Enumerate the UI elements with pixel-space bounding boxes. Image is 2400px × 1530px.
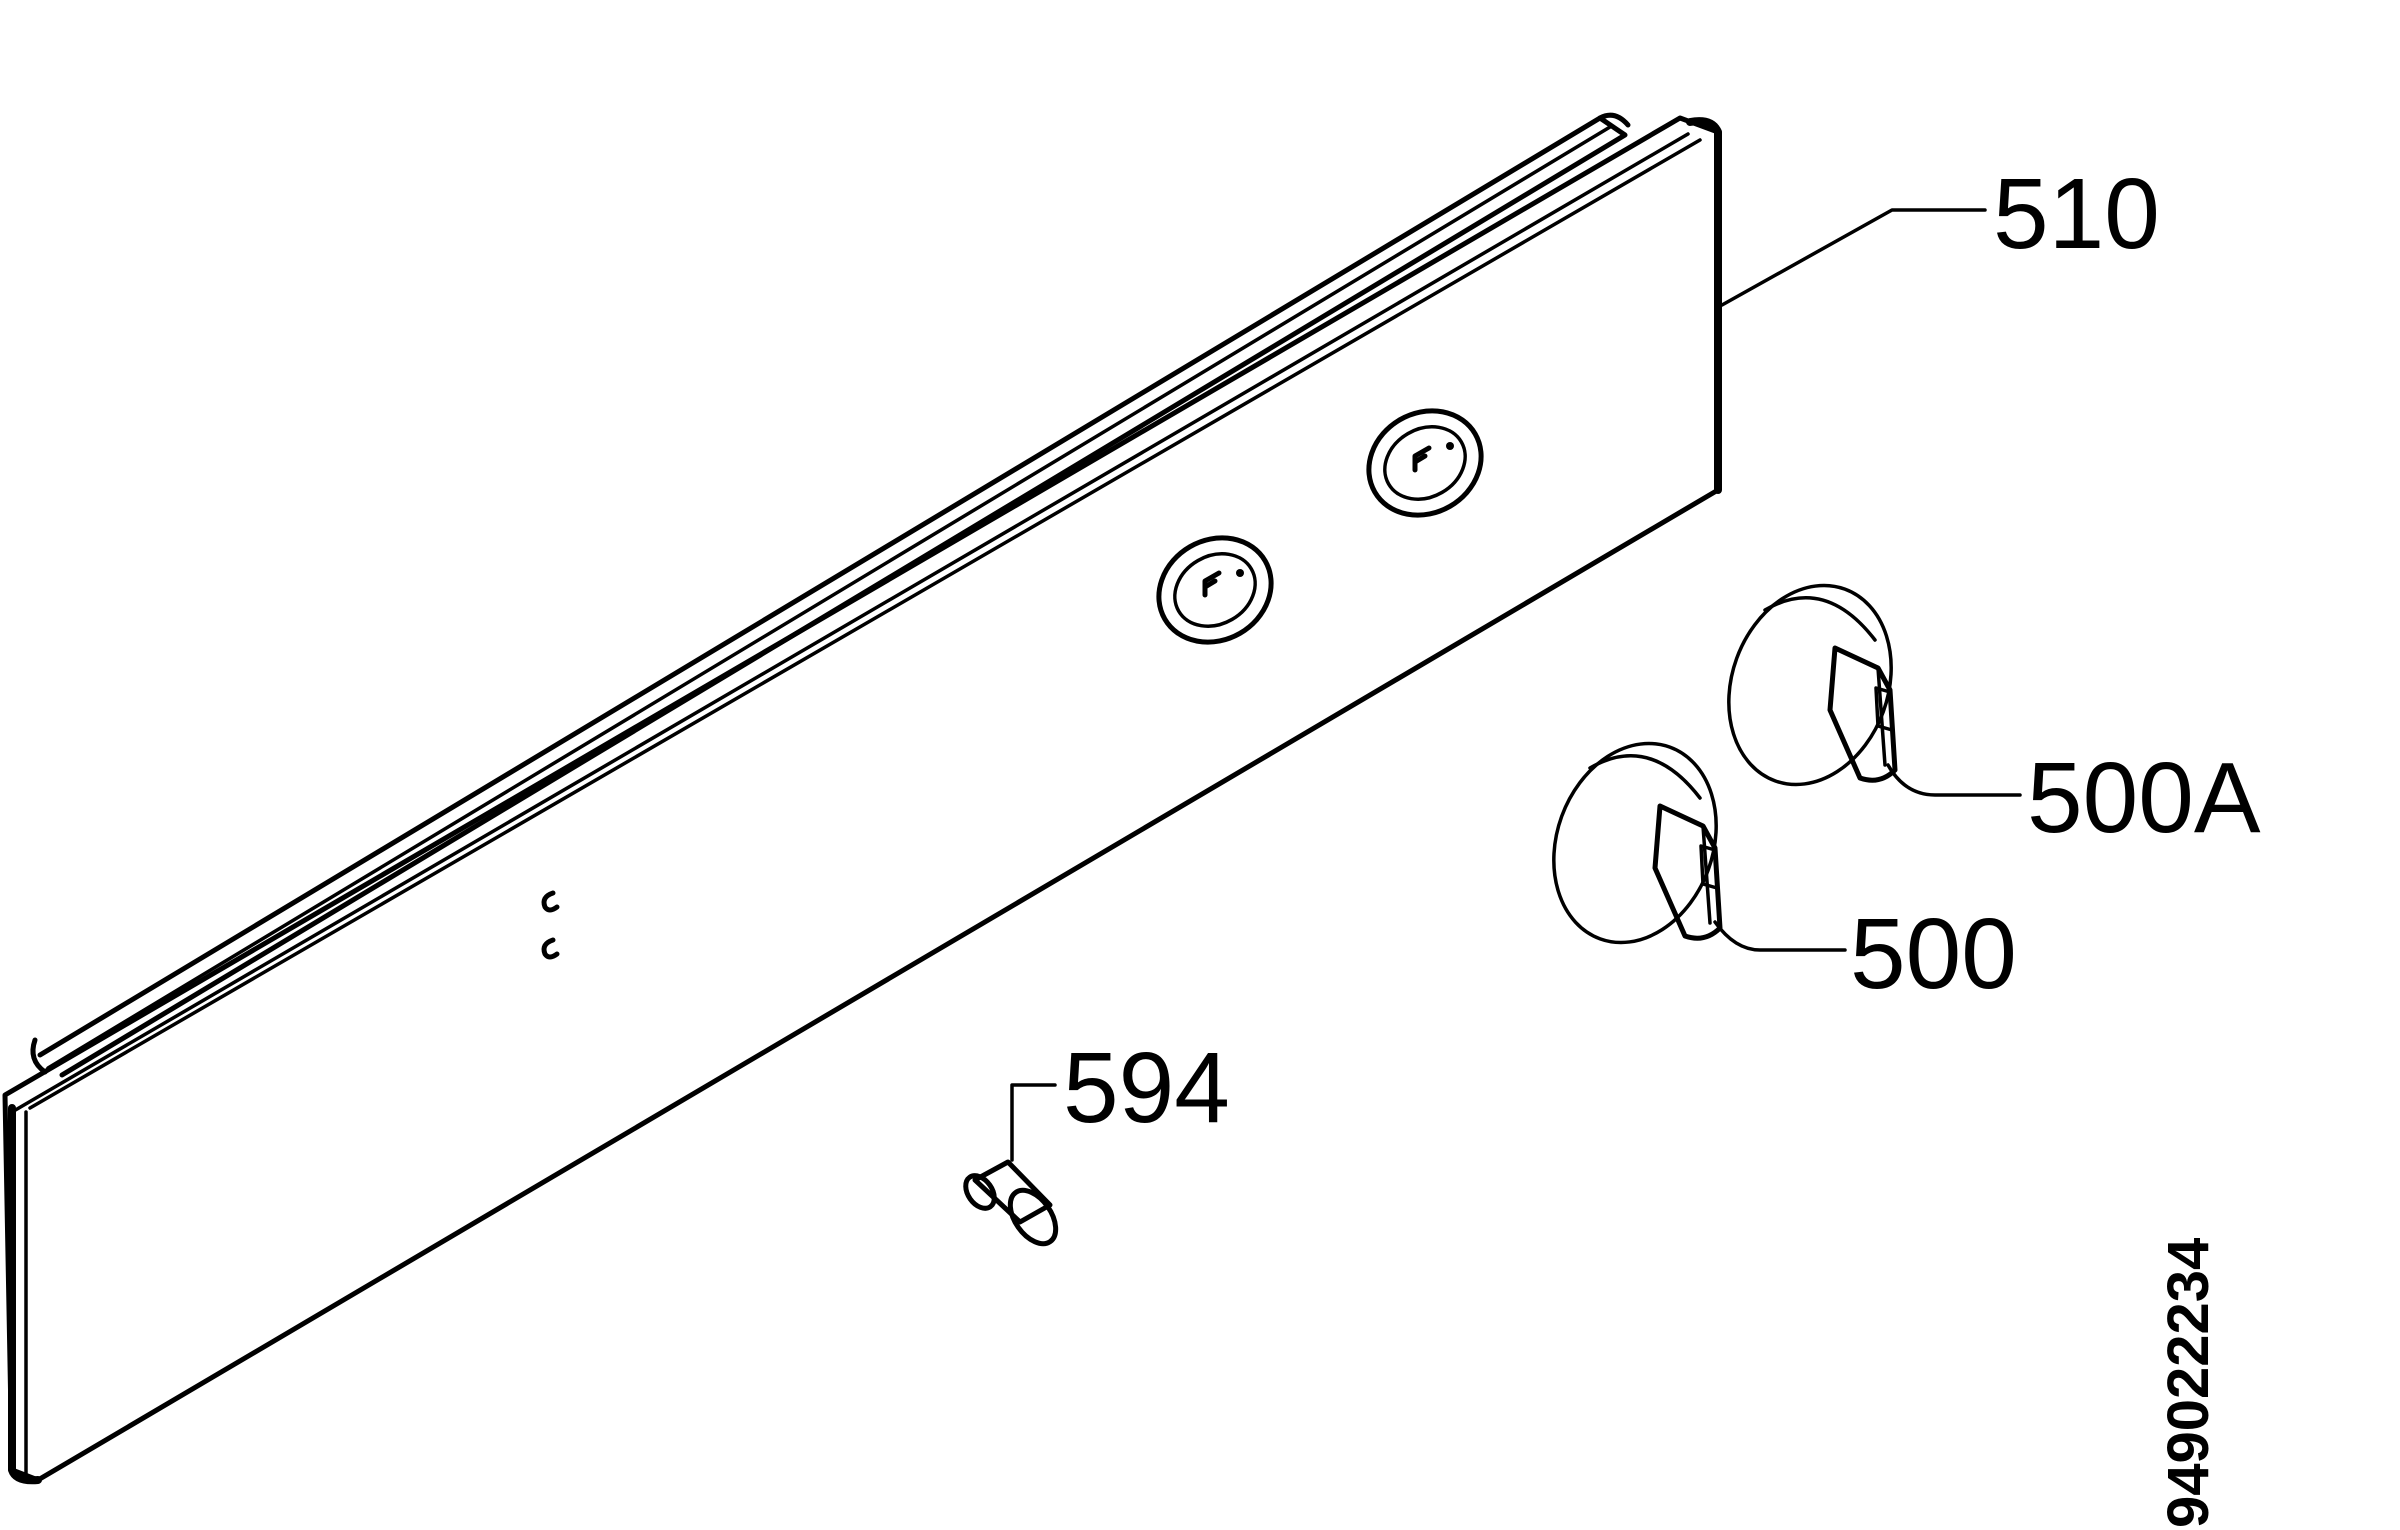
knob-500a bbox=[1727, 583, 1898, 787]
callout-594: 594 bbox=[1063, 1032, 1230, 1144]
callout-500a: 500A bbox=[2027, 742, 2261, 854]
panel-knob-boss-right bbox=[1366, 408, 1484, 518]
leader-594 bbox=[1010, 1083, 1057, 1162]
screw-594 bbox=[963, 1159, 1059, 1247]
leader-lines bbox=[1010, 208, 2022, 1162]
leader-500a bbox=[1886, 763, 2022, 797]
document-number: 949022234 bbox=[2156, 1238, 2221, 1528]
panel-knob-boss-left bbox=[1156, 535, 1274, 645]
control-panel bbox=[2, 112, 1722, 1485]
callout-510: 510 bbox=[1993, 158, 2160, 270]
callout-500: 500 bbox=[1850, 898, 2017, 1010]
leader-500 bbox=[1713, 920, 1847, 952]
knob-500 bbox=[1552, 741, 1723, 945]
panel-mounting-holes bbox=[541, 890, 560, 960]
leader-510 bbox=[1720, 208, 1987, 307]
